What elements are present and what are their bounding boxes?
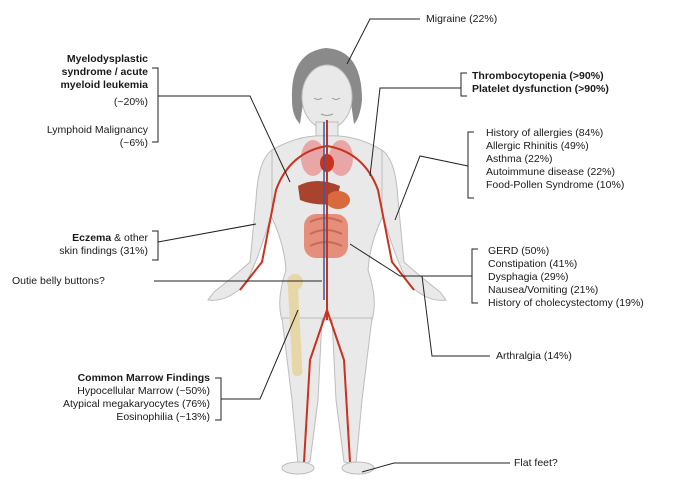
eczema-line2: skin findings (31%) <box>14 245 148 258</box>
mds-label: Myelodysplastic syndrome / acute myeloid… <box>14 53 148 92</box>
gi-bracket <box>472 249 478 303</box>
eczema-label: Eczema & other skin findings (31%) <box>14 232 148 258</box>
platelet-line2: Platelet dysfunction (>90%) <box>472 83 609 96</box>
platelet-bracket <box>461 73 467 96</box>
allergy-bracket <box>468 132 474 198</box>
marrow-bracket <box>215 378 221 420</box>
eczema-rest: & other <box>111 232 148 244</box>
gi-list: GERD (50%) Constipation (41%) Dysphagia … <box>488 245 644 310</box>
marrow-title: Common Marrow Findings <box>6 372 210 385</box>
gi-item: Constipation (41%) <box>488 258 644 271</box>
outie-label: Outie belly buttons? <box>12 275 105 288</box>
mds-line2: syndrome / acute <box>14 66 148 79</box>
mds-line3: myeloid leukemia <box>14 79 148 92</box>
organs <box>298 140 353 258</box>
lymphoid-line1: Lymphoid Malignancy <box>10 124 148 137</box>
allergy-item: Asthma (22%) <box>486 153 624 166</box>
allergy-connector <box>395 156 468 220</box>
platelet-line1: Thrombocytopenia (>90%) <box>472 70 609 83</box>
arthralgia-label: Arthralgia (14%) <box>496 350 572 363</box>
eczema-bracket <box>152 231 158 260</box>
platelet-label: Thrombocytopenia (>90%) Platelet dysfunc… <box>472 70 609 96</box>
allergy-list: History of allergies (84%) Allergic Rhin… <box>486 127 624 192</box>
marrow-item: Hypocellular Marrow (~50%) <box>6 385 210 398</box>
gi-item: Nausea/Vomiting (21%) <box>488 284 644 297</box>
flatfeet-label: Flat feet? <box>514 457 558 470</box>
gi-item: History of cholecystectomy (19%) <box>488 297 644 310</box>
gi-item: GERD (50%) <box>488 245 644 258</box>
migraine-connector <box>347 19 420 64</box>
gi-item: Dysphagia (29%) <box>488 271 644 284</box>
mds-pct: (~20%) <box>14 96 148 109</box>
marrow-item: Eosinophilia (~13%) <box>6 411 210 424</box>
allergy-item: History of allergies (84%) <box>486 127 624 140</box>
eczema-bold: Eczema <box>72 232 111 244</box>
flatfeet-connector <box>362 463 510 472</box>
lymphoid-line2: (~6%) <box>10 137 148 150</box>
mds-bracket <box>152 68 158 142</box>
lymphoid-label: Lymphoid Malignancy (~6%) <box>10 124 148 150</box>
allergy-item: Allergic Rhinitis (49%) <box>486 140 624 153</box>
allergy-item: Autoimmune disease (22%) <box>486 166 624 179</box>
marrow-block: Common Marrow Findings Hypocellular Marr… <box>6 372 210 424</box>
migraine-label: Migraine (22%) <box>426 13 497 26</box>
allergy-item: Food-Pollen Syndrome (10%) <box>486 179 624 192</box>
eczema-connector <box>158 224 256 242</box>
mds-line1: Myelodysplastic <box>14 53 148 66</box>
marrow-item: Atypical megakaryocytes (76%) <box>6 398 210 411</box>
